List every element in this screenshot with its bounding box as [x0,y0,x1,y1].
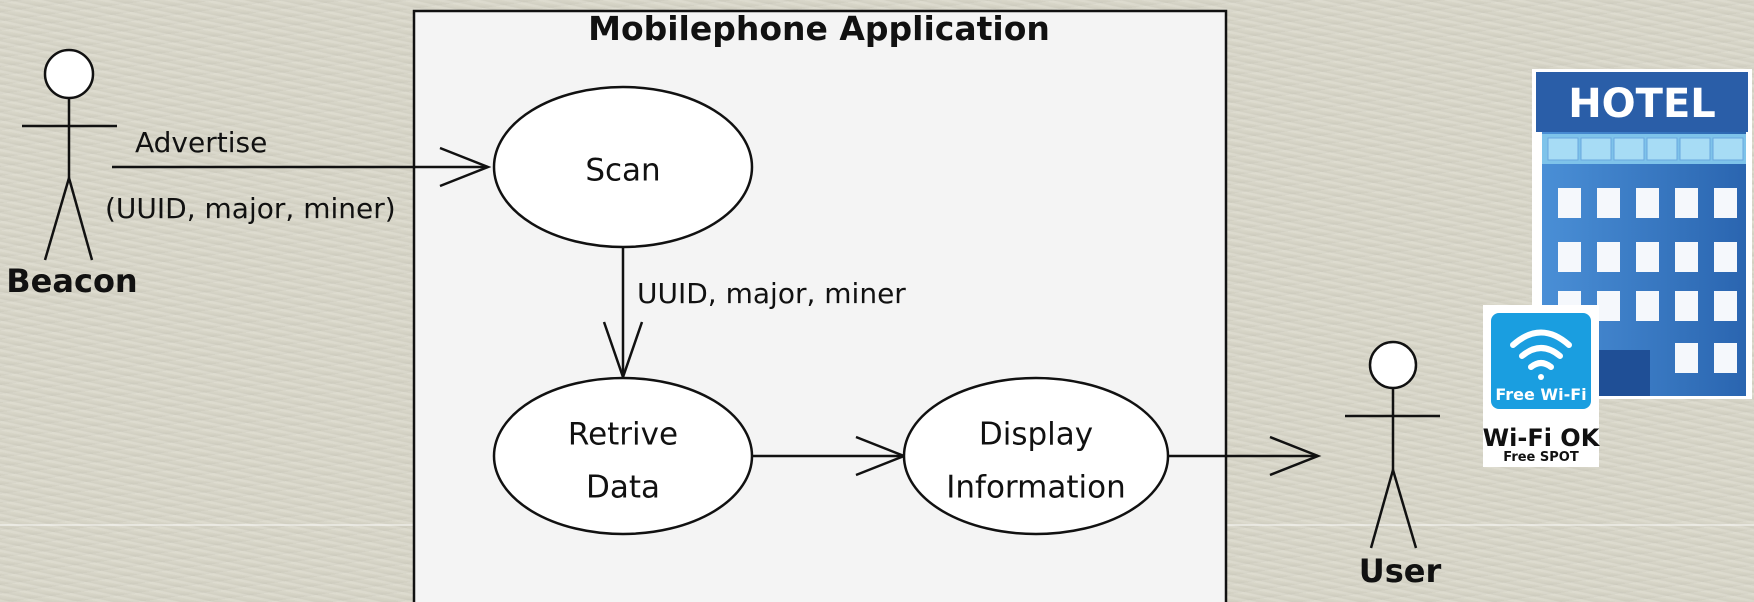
beacon-actor [22,48,117,261]
wifi-ok-text: Wi-Fi OK [1483,424,1601,452]
user-actor [1345,340,1440,549]
beacon-label: Beacon [6,262,137,300]
wifi-icon [1510,329,1572,380]
wifi-badge: Free Wi-Fi Wi-Fi OK Free SPOT [1483,305,1601,467]
retrieve-label-line2: Data [586,470,660,506]
wifi-badge-label: Free Wi-Fi [1495,385,1586,404]
retrieve-label-line1: Retrive [568,417,678,453]
wifi-spot-text: Free SPOT [1503,450,1579,465]
advertise-label: Advertise [135,126,267,159]
display-to-user-arrow [1168,435,1322,477]
advertise-params-label: (UUID, major, miner) [105,192,396,225]
scan-to-retrieve-label: UUID, major, miner [637,277,906,310]
user-label: User [1359,552,1442,590]
retrieve-data-use-case [492,376,754,536]
display-label-line2: Information [946,470,1125,506]
system-title: Mobilephone Application [588,9,1050,48]
display-label-line1: Display [979,417,1093,453]
hotel-sign: HOTEL [1568,81,1716,127]
advertise-arrow [112,146,492,188]
display-information-use-case [902,376,1170,536]
scan-label: Scan [585,153,660,189]
